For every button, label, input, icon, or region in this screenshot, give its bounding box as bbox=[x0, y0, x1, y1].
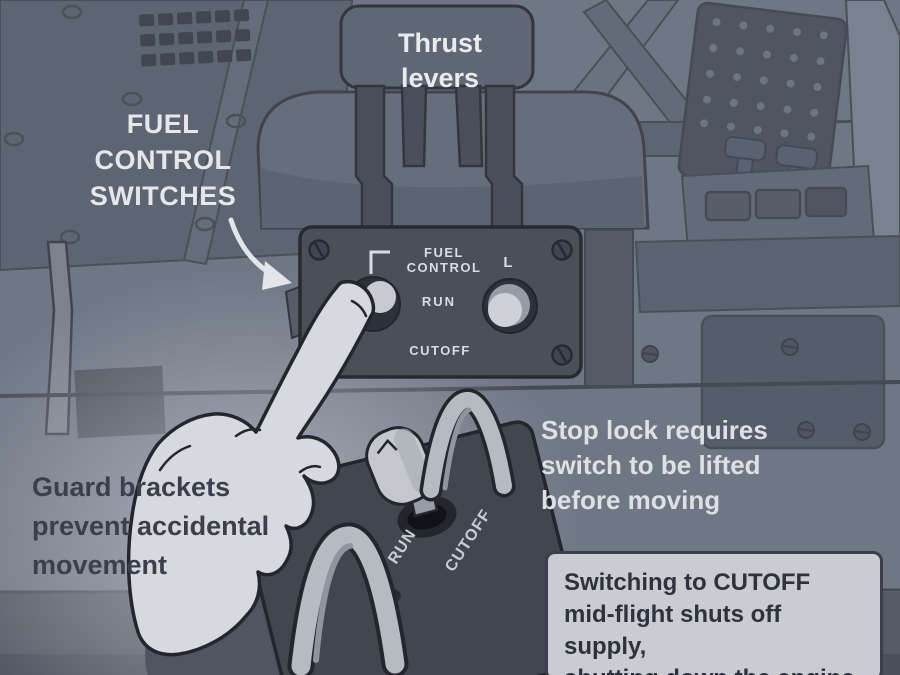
hand-creases bbox=[158, 299, 368, 474]
fuel-switch-right[interactable] bbox=[482, 278, 538, 334]
guard-bracket-right bbox=[419, 388, 516, 502]
panel-title-label: FUEL CONTROL bbox=[406, 245, 482, 275]
panel-cutoff-label: CUTOFF bbox=[409, 343, 471, 358]
label-pointer-bracket bbox=[369, 250, 390, 274]
panel-run-label: RUN bbox=[421, 294, 457, 309]
screw-icon bbox=[641, 338, 871, 441]
background-keypad-buttons bbox=[680, 164, 876, 252]
arrow-icon bbox=[228, 217, 292, 290]
cutoff-warning-callout: Switching to CUTOFF mid-flight shuts off… bbox=[545, 551, 883, 675]
closeup-switch-module bbox=[145, 388, 635, 675]
screw-icon bbox=[3, 4, 247, 245]
guard-bracket-left bbox=[287, 522, 409, 675]
fuel-control-panel bbox=[284, 225, 583, 379]
guard-brackets-label: Guard brackets prevent accidental moveme… bbox=[32, 472, 270, 580]
engine-left-label: L bbox=[503, 254, 513, 271]
background-keypad-panel bbox=[677, 1, 848, 193]
screw-icon bbox=[308, 239, 573, 366]
stop-lock-label: Stop lock requires switch to be lifted b… bbox=[541, 415, 768, 515]
fuel-control-switches-label: FUEL CONTROL SWITCHES bbox=[89, 109, 237, 211]
thrust-lever-handle bbox=[339, 4, 535, 90]
thrust-levers-label: Thrust levers bbox=[398, 28, 482, 93]
background-strip bbox=[584, 229, 634, 387]
pointing-hand bbox=[126, 279, 376, 657]
